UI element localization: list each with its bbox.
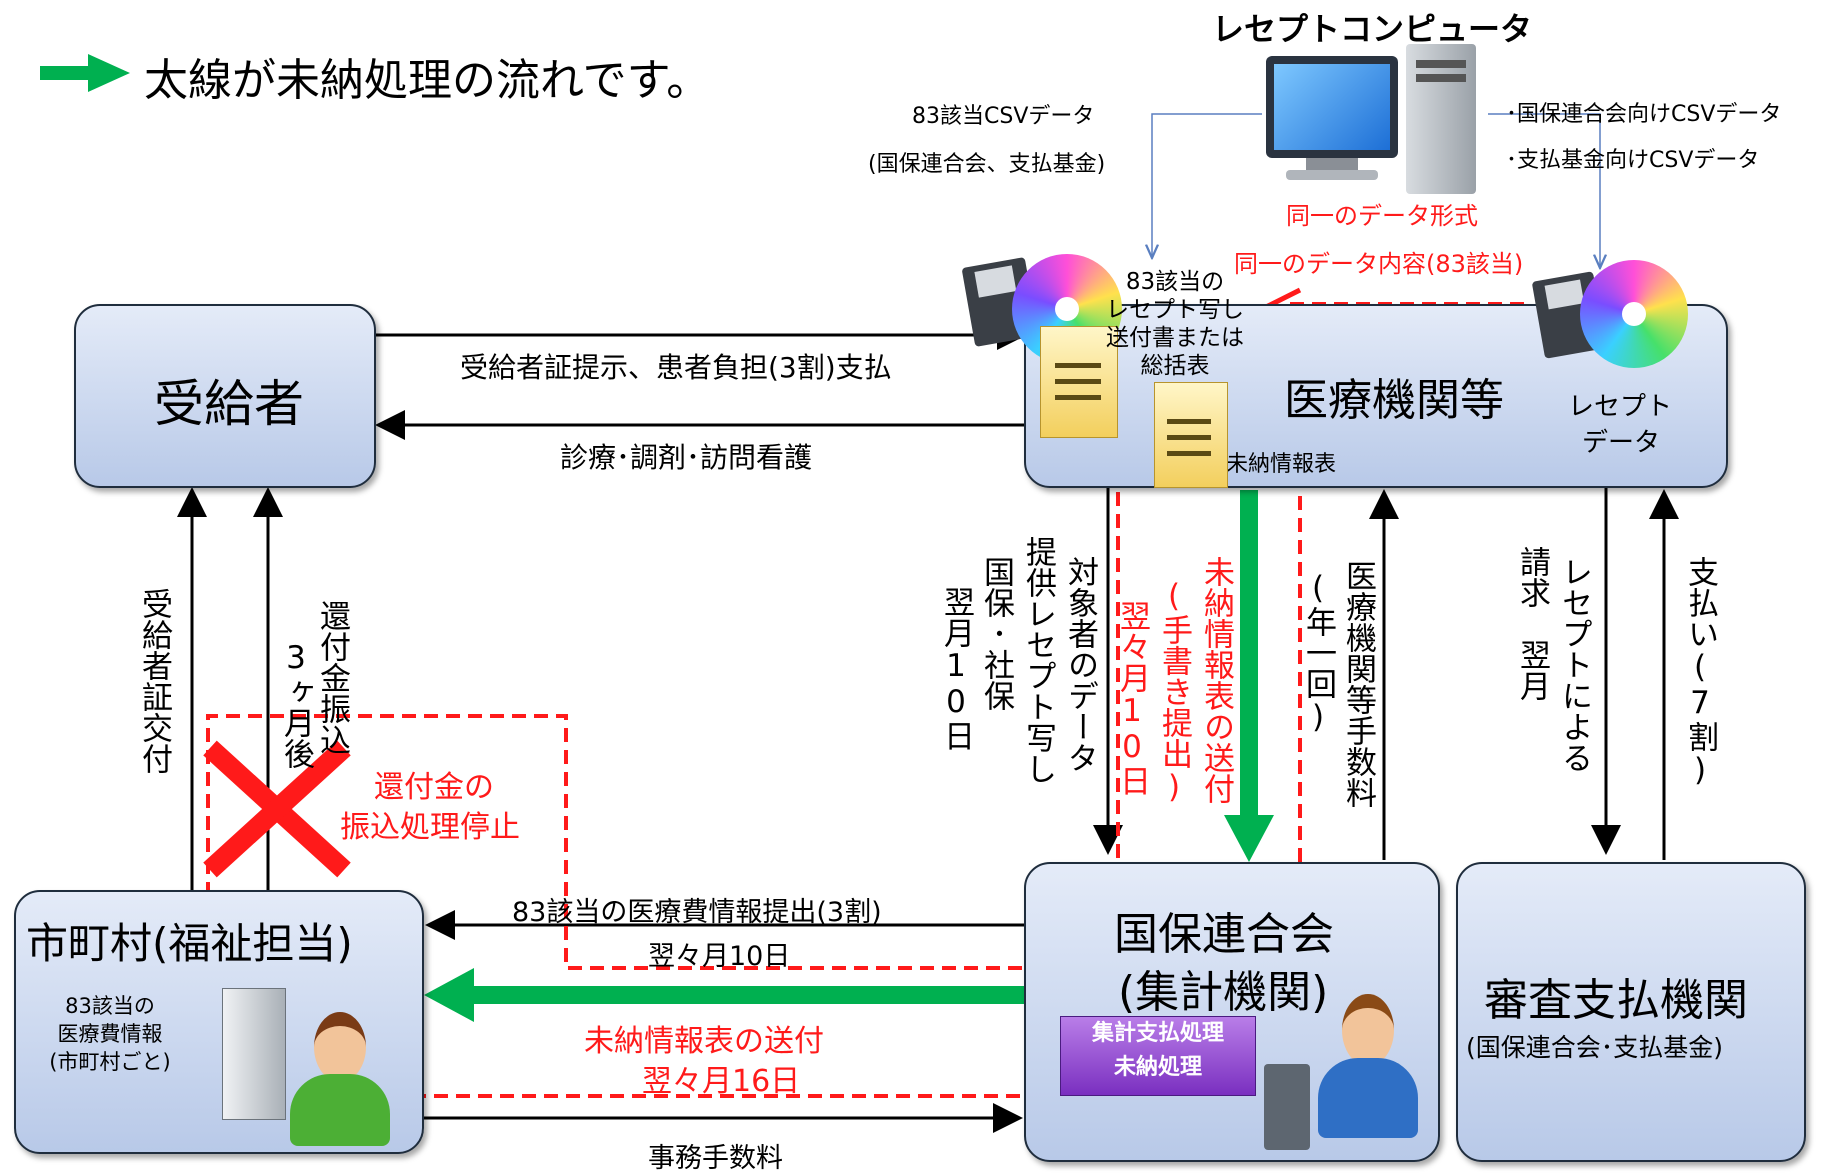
pay-label: 支払い(7割) [1682, 556, 1718, 788]
target-label-1: 対象者のデータ [1062, 556, 1098, 773]
person-icon-left [284, 1012, 394, 1152]
target-label-2: 提供レセプト写し [1020, 536, 1056, 784]
issue-card-label: 受給者証交付 [136, 588, 172, 774]
muni-info: 83該当の 医療費情報 (市町村ごと) [30, 992, 190, 1076]
present-card-label: 受給者証提示、患者負担(3割)支払 [460, 351, 892, 384]
submit-info-label: 83該当の医療費情報提出(3割) [512, 897, 882, 928]
target-label-4: 翌月10日 [938, 586, 974, 751]
fee-label-1: 医療機関等手数料 [1340, 560, 1376, 808]
refund-label-2: 3ヶ月後 [278, 640, 314, 769]
unpaid-table-date-label: 翌々月16日 [642, 1064, 801, 1099]
medical-docs-line-3: 送付書または [1106, 325, 1244, 351]
unpaid-send-label-1: 未納情報表の送付 [1198, 556, 1234, 804]
legend-arrow-icon [40, 54, 130, 92]
target-label-3: 国保･社保 [978, 556, 1014, 711]
person-icon-right [1312, 994, 1422, 1144]
claim-label-2: 請求 翌月 [1514, 546, 1550, 701]
kokuho-title-2: (集計機関) [1118, 967, 1329, 1018]
unpaid-doc-label: 未納情報表 [1226, 452, 1337, 477]
medical-docs-line-2: レセプト写し [1106, 297, 1244, 323]
muni-info-line-1: 83該当の [65, 994, 155, 1018]
muni-info-line-2: 医療費情報 [57, 1022, 163, 1046]
unpaid-dashed-route [206, 368, 1302, 1098]
receipt-label-1: レセプト [1568, 392, 1673, 422]
same-content-label: 同一のデータ内容(83該当) [1234, 250, 1524, 278]
csv-left-label-2: (国保連合会、支払基金) [868, 152, 1106, 177]
csv-right-arrow [1488, 113, 1600, 268]
submit-date-label: 翌々月10日 [648, 941, 791, 972]
medical-docs-line-1: 83該当の [1125, 269, 1225, 295]
computer-icon [1266, 44, 1490, 210]
csv-right-label-2: ･支払基金向けCSVデータ [1506, 148, 1760, 173]
medical-docs-line-4: 総括表 [1140, 353, 1210, 379]
review-title: 審査支払機関 [1484, 975, 1748, 1026]
unpaid-table-send-label: 未納情報表の送付 [584, 1024, 824, 1059]
review-subtitle: (国保連合会･支払基金) [1466, 1033, 1724, 1062]
unpaid-send-green-arrow [1224, 490, 1274, 862]
same-format-label: 同一のデータ形式 [1286, 202, 1478, 230]
receipt-label-2: データ [1582, 428, 1661, 458]
review-box: 審査支払機関 (国保連合会･支払基金) [1456, 862, 1806, 1162]
document-icon-1 [1040, 326, 1118, 438]
municipality-box: 市町村(福祉担当) 83該当の 医療費情報 (市町村ごと) [14, 890, 424, 1154]
process-line-2: 未納処理 [1113, 1055, 1202, 1080]
municipality-title: 市町村(福祉担当) [26, 919, 353, 968]
treatment-label: 診療･調剤･訪問看護 [560, 441, 813, 474]
server-icon [222, 988, 286, 1120]
muni-info-line-3: (市町村ごと) [49, 1050, 171, 1074]
cd-icon-right [1580, 260, 1688, 368]
document-icon-2 [1154, 382, 1228, 488]
csv-left-arrow [1152, 113, 1262, 258]
csv-right-label-1: ･国保連合会向けCSVデータ [1506, 102, 1782, 127]
claim-label-1: レセプトによる [1556, 556, 1592, 773]
stop-label-1: 還付金の [374, 770, 494, 805]
computer-title: レセプトコンピュータ [1212, 10, 1533, 48]
unpaid-send-label-2: (手書き提出) [1156, 578, 1192, 805]
process-box: 集計支払処理 未納処理 [1060, 1016, 1256, 1096]
kokuho-title-1: 国保連合会 [1114, 909, 1334, 960]
refund-label-1: 還付金振込 [314, 600, 350, 755]
fee-label-2: (年一回) [1300, 570, 1336, 735]
admin-fee-label: 事務手数料 [648, 1143, 783, 1174]
recipient-title: 受給者 [154, 375, 304, 433]
stop-label-2: 振込処理停止 [340, 810, 520, 845]
recipient-box: 受給者 [74, 304, 376, 488]
medical-docs-text: 83該当の レセプト写し 送付書または 総括表 [1100, 268, 1250, 380]
csv-left-label-1: 83該当CSVデータ [912, 104, 1095, 129]
kokuho-box: 国保連合会 (集計機関) 集計支払処理 未納処理 [1024, 862, 1440, 1162]
unpaid-table-green-arrow [424, 968, 1026, 1022]
process-line-1: 集計支払処理 [1091, 1021, 1224, 1046]
monitor-icon [1264, 1064, 1310, 1150]
unpaid-send-label-3: 翌々月10日 [1114, 600, 1150, 796]
stop-x-icon [203, 740, 351, 878]
medical-title: 医療機関等 [1284, 375, 1504, 426]
legend-text: 太線が未納処理の流れです。 [144, 55, 711, 106]
